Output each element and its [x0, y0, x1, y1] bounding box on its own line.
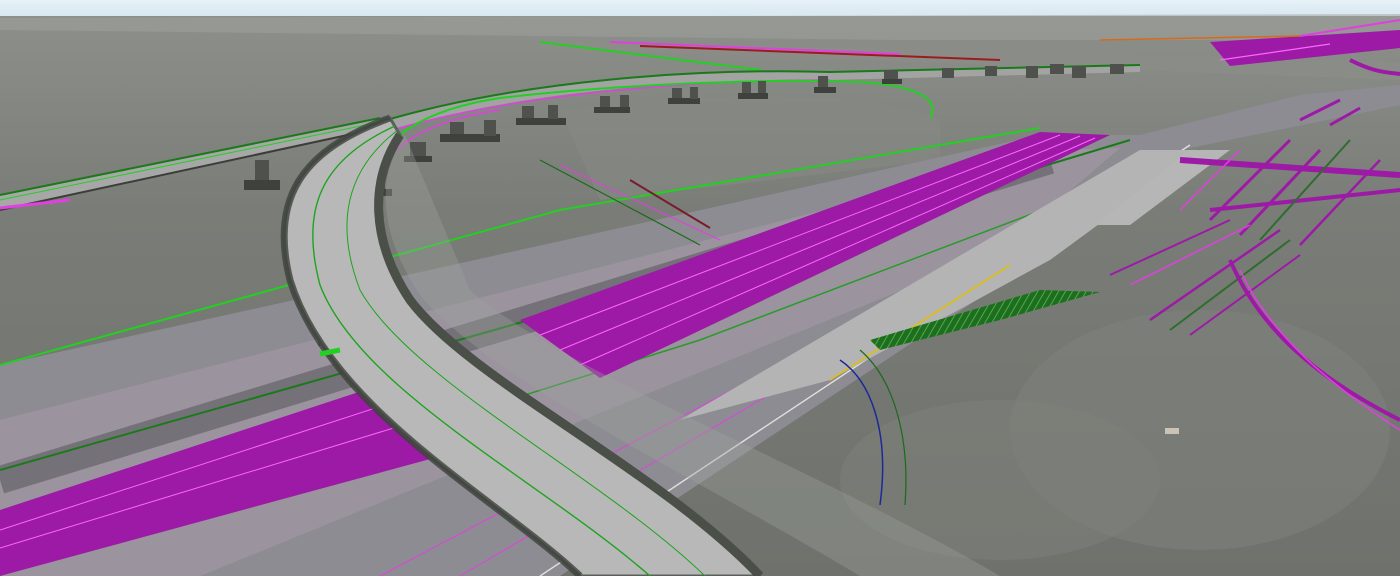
pier [814, 76, 836, 93]
pier [1026, 64, 1064, 78]
pier [244, 160, 280, 190]
design-linework [319, 159, 907, 506]
far-highway [539, 19, 1400, 80]
left-upper-ramp [0, 117, 381, 211]
gore-area [870, 290, 1100, 350]
ground-marker [1165, 428, 1179, 434]
magenta-pavement-panels [0, 132, 1110, 576]
right-side-ramps [1095, 58, 1400, 431]
pier [440, 120, 500, 142]
pier [942, 68, 954, 78]
pier [516, 105, 566, 125]
pier [1072, 64, 1124, 78]
pier [738, 81, 768, 99]
pier [668, 87, 700, 104]
pier [594, 95, 630, 113]
curved-flyover-bridge [280, 114, 1000, 576]
sky-band [0, 0, 1400, 18]
pier [882, 70, 902, 84]
pier [985, 66, 997, 76]
pier [404, 142, 432, 162]
